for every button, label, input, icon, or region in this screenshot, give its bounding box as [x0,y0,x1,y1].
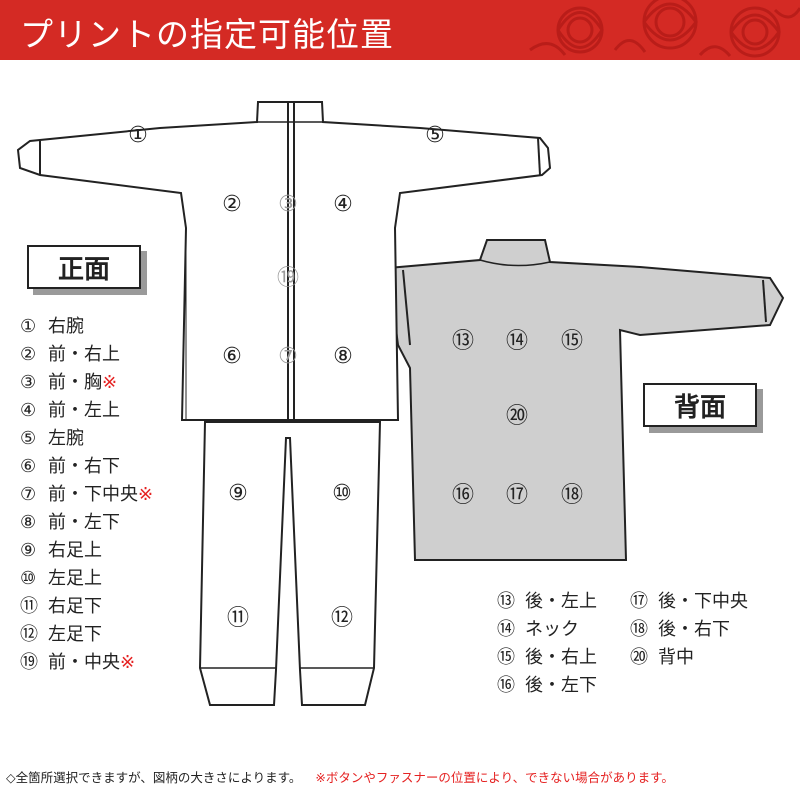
marker-1: ① [128,123,148,148]
position-item: ① 右腕 [20,313,153,341]
marker-11: ⑪ [227,606,249,631]
marker-8: ⑧ [333,344,353,369]
position-item: ⑥ 前・右下 [20,453,153,481]
position-number: ④ [20,400,37,421]
position-item: ⑩ 左足上 [20,565,153,593]
front-jacket [16,101,552,421]
back-position-list-left: ⑬ 後・左上 ⑭ ネック ⑮ 後・右上 ⑯ 後・左下 [497,588,597,700]
position-item: ⑭ ネック [497,616,597,644]
position-item: ⑮ 後・右上 [497,644,597,672]
position-number: ⑰ [630,591,648,612]
position-label: 後・左下 [525,675,597,696]
position-label: 後・下中央 [658,591,748,612]
warning-mark: ※ [138,484,154,505]
position-number: ⑩ [20,568,37,589]
position-label: 背中 [658,647,694,668]
back-position-list-right: ⑰ 後・下中央 ⑱ 後・右下 ⑳ 背中 [630,588,748,672]
marker-20: ⑳ [506,404,528,429]
marker-10: ⑩ [332,481,352,506]
floral-pattern-icon [529,0,800,58]
footer-notes: ◇全箇所選択できますが、図柄の大きさによります。 ※ボタンやファスナーの位置により… [6,767,674,786]
position-item: ⑦ 前・下中央※ [20,481,153,509]
front-pants [198,421,382,706]
position-item: ⑧ 前・左下 [20,509,153,537]
position-item: ② 前・右上 [20,341,153,369]
position-item: ⑬ 後・左上 [497,588,597,616]
position-number: ⑭ [497,619,515,640]
marker-3: ③ [278,192,298,217]
position-label: 後・右下 [658,619,730,640]
position-number: ⑲ [20,652,38,673]
position-number: ① [20,316,37,337]
position-label: 右足下 [48,596,102,617]
position-number: ⑳ [630,647,648,668]
position-item: ⑳ 背中 [630,644,748,672]
marker-14: ⑭ [506,329,528,354]
position-number: ⑱ [630,619,648,640]
position-item: ⑤ 左腕 [20,425,153,453]
marker-6: ⑥ [222,344,242,369]
position-item: ⑫ 左足下 [20,621,153,649]
marker-12: ⑫ [331,606,353,631]
position-label: 左足上 [48,568,102,589]
footer-note-selection: ◇全箇所選択できますが、図柄の大きさによります。 [6,770,302,785]
position-number: ⑨ [20,540,37,561]
marker-15: ⑮ [561,329,583,354]
position-number: ② [20,344,37,365]
position-number: ⑥ [20,456,37,477]
position-item: ⑯ 後・左下 [497,672,597,700]
position-label: 前・胸 [48,372,102,393]
position-item: ⑰ 後・下中央 [630,588,748,616]
position-number: ⑦ [20,484,37,505]
marker-13: ⑬ [452,329,474,354]
position-number: ⑪ [20,596,38,617]
position-label: ネック [525,619,579,640]
position-item: ⑪ 右足下 [20,593,153,621]
position-number: ⑤ [20,428,37,449]
marker-19: ⑲ [277,266,299,291]
back-garment [386,239,785,561]
position-label: 後・右上 [525,647,597,668]
position-item: ③ 前・胸※ [20,369,153,397]
page-title: プリントの指定可能位置 [20,15,394,54]
marker-18: ⑱ [561,483,583,508]
position-label: 前・中央 [48,652,120,673]
position-item: ⑱ 後・右下 [630,616,748,644]
marker-16: ⑯ [452,483,474,508]
position-label: 左腕 [48,428,84,449]
footer-note-warning: ※ボタンやファスナーの位置により、できない場合があります。 [315,770,674,785]
position-number: ⑯ [497,675,515,696]
position-label: 前・右上 [48,344,120,365]
position-number: ⑬ [497,591,515,612]
position-number: ⑧ [20,512,37,533]
marker-7: ⑦ [278,344,298,369]
position-item: ⑲ 前・中央※ [20,649,153,677]
marker-5: ⑤ [425,123,445,148]
position-label: 右腕 [48,316,84,337]
back-view-label: 背面 [643,383,757,427]
position-label: 右足上 [48,540,102,561]
position-label: 前・左下 [48,512,120,533]
position-item: ⑨ 右足上 [20,537,153,565]
position-number: ⑮ [497,647,515,668]
marker-9: ⑨ [228,481,248,506]
position-item: ④ 前・左上 [20,397,153,425]
front-view-label: 正面 [27,245,141,289]
position-number: ③ [20,372,37,393]
marker-4: ④ [333,192,353,217]
marker-17: ⑰ [506,483,528,508]
position-label: 後・左上 [525,591,597,612]
position-label: 前・右下 [48,456,120,477]
header-banner: プリントの指定可能位置 [0,0,800,60]
warning-mark: ※ [102,372,118,393]
position-label: 前・下中央 [48,484,138,505]
position-label: 前・左上 [48,400,120,421]
position-number: ⑫ [20,624,38,645]
position-label: 左足下 [48,624,102,645]
warning-mark: ※ [120,652,136,673]
marker-2: ② [222,192,242,217]
